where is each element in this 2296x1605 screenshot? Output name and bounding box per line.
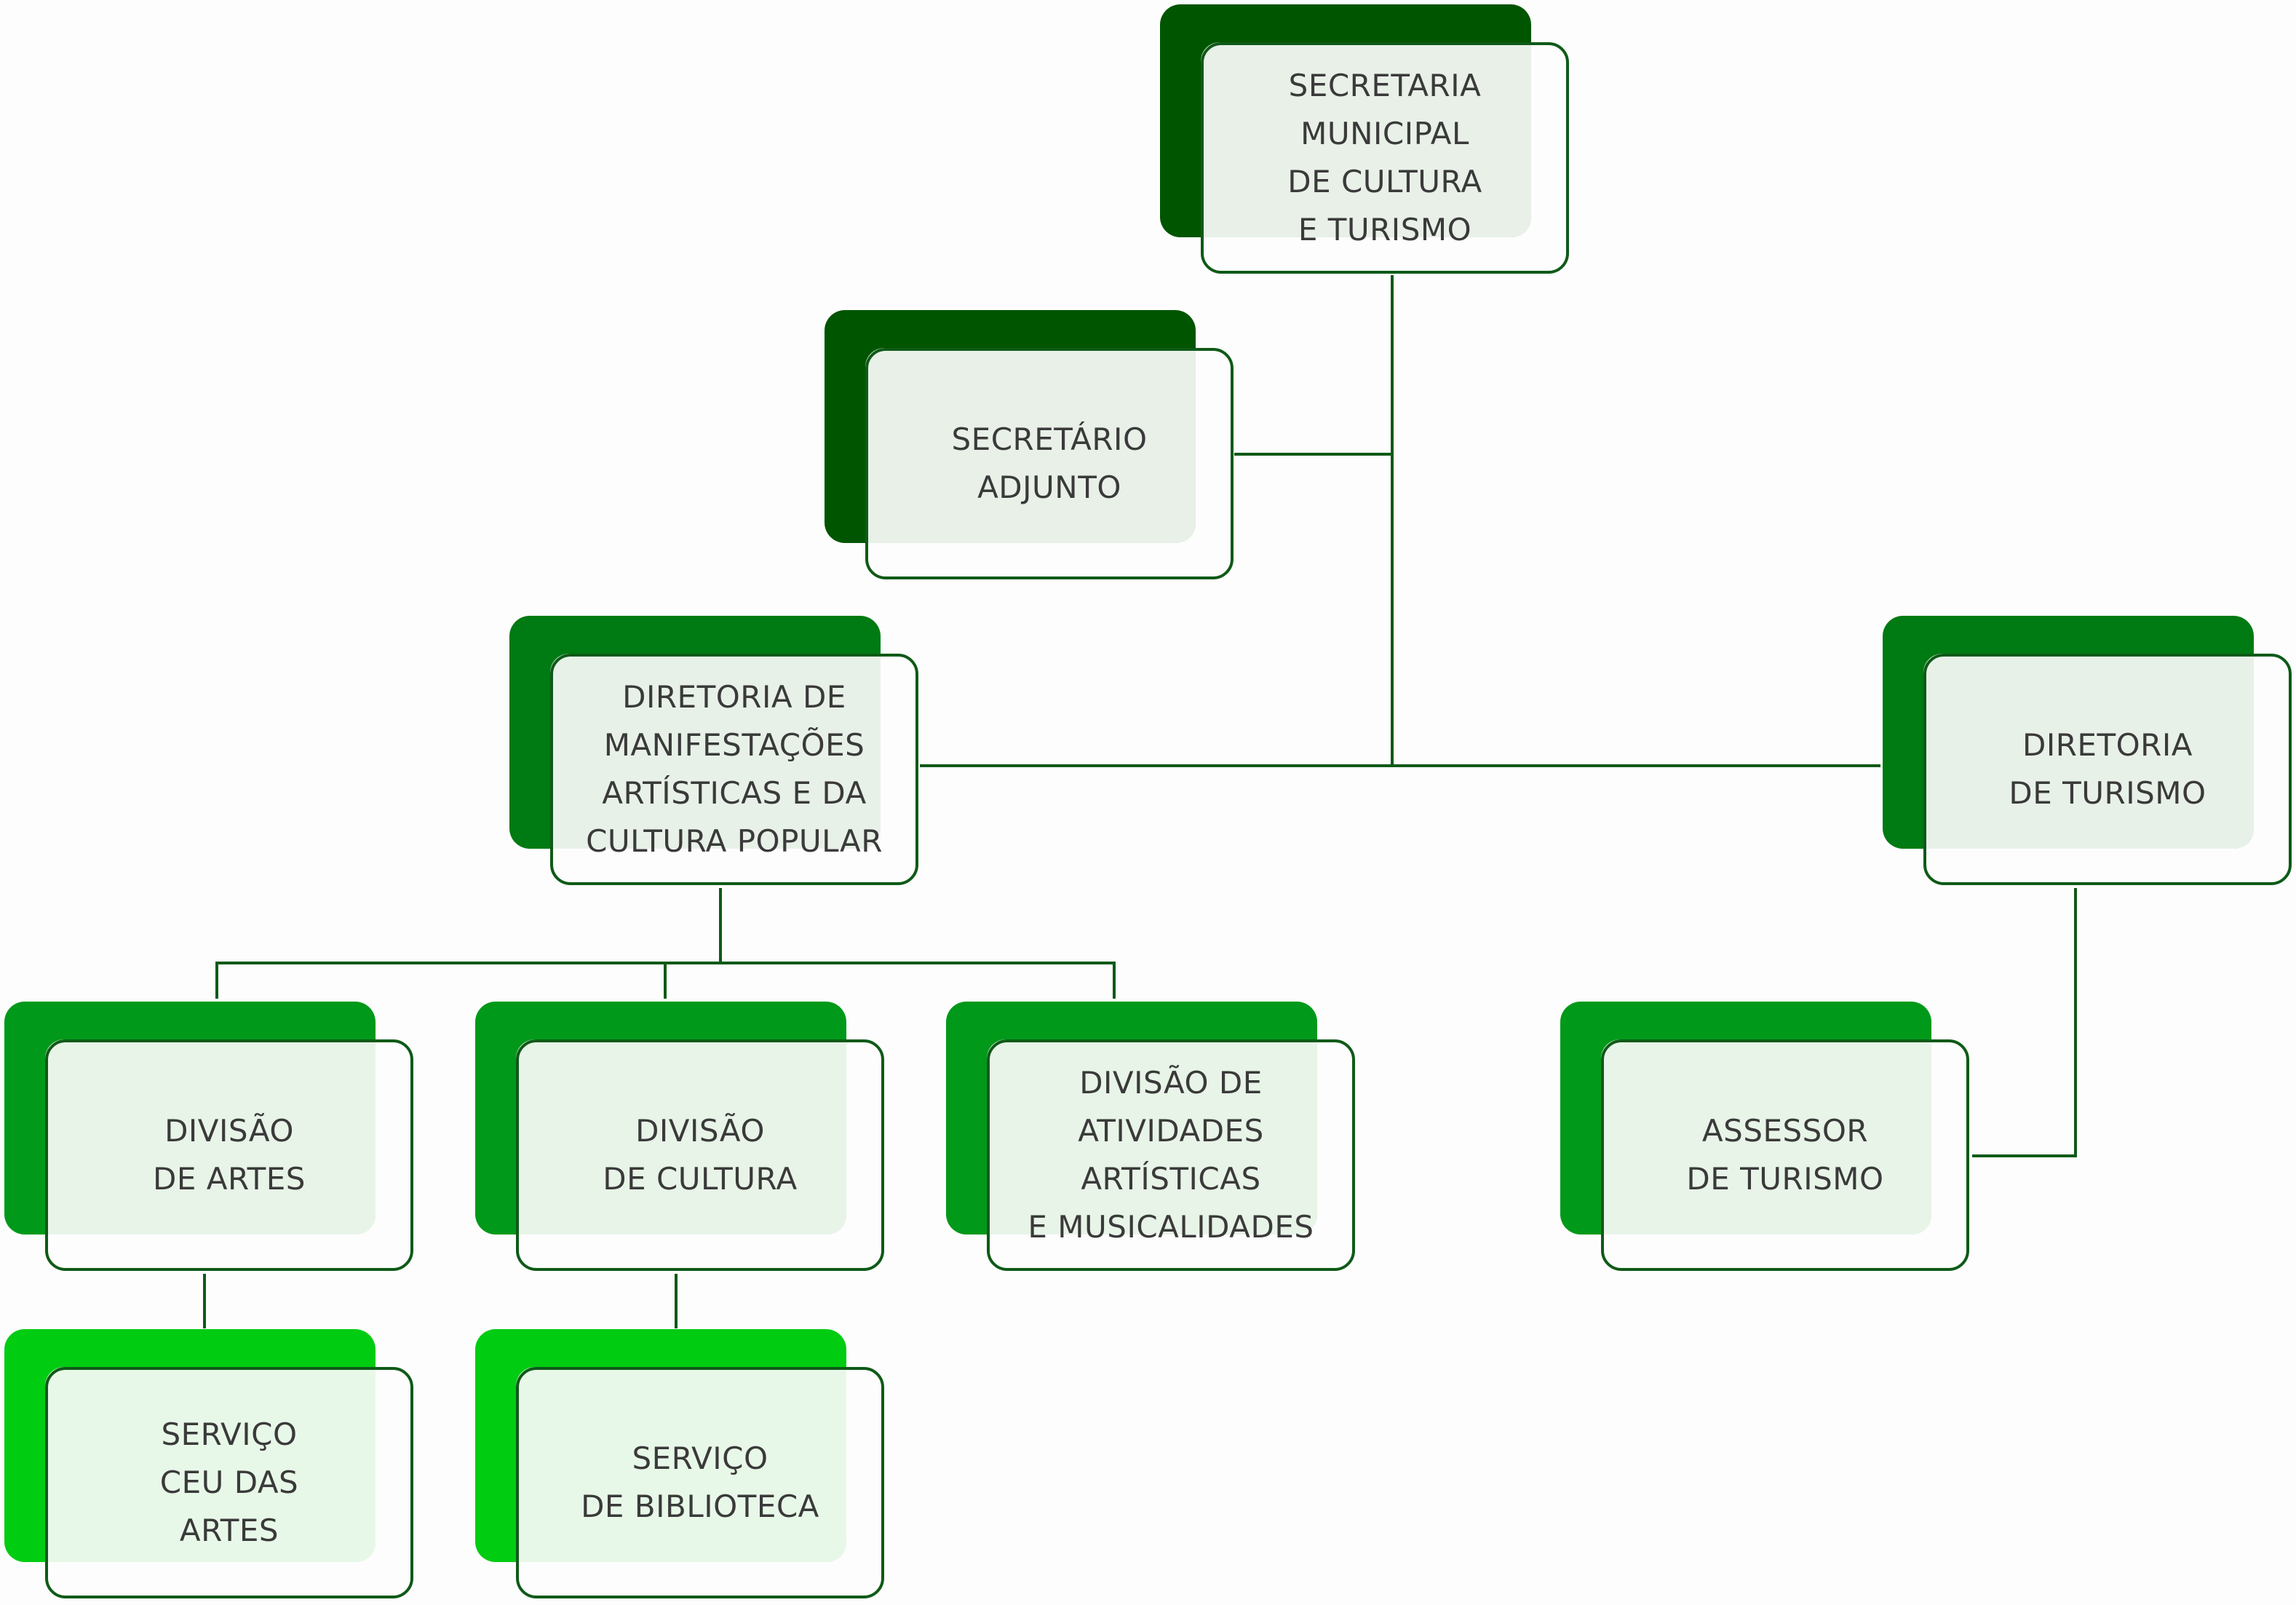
node-label: DIRETORIA DE MANIFESTAÇÕES ARTÍSTICAS E … — [586, 679, 883, 859]
node-card — [45, 1039, 413, 1271]
node-assessor[interactable]: ASSESSOR DE TURISMO — [1560, 1002, 1969, 1278]
node-manifestacoes[interactable]: DIRETORIA DE MANIFESTAÇÕES ARTÍSTICAS E … — [509, 616, 918, 892]
node-label: SECRETÁRIO ADJUNTO — [951, 421, 1148, 505]
node-label: SECRETARIA MUNICIPAL DE CULTURA E TURISM… — [1287, 68, 1482, 247]
node-card — [550, 654, 918, 885]
node-label: DIVISÃO DE ATIVIDADES ARTÍSTICAS E MUSIC… — [1028, 1065, 1314, 1245]
node-cultura[interactable]: DIVISÃO DE CULTURA — [475, 1002, 884, 1278]
node-label: ASSESSOR DE TURISMO — [1686, 1113, 1884, 1197]
node-card — [45, 1367, 413, 1598]
node-adjunto[interactable]: SECRETÁRIO ADJUNTO — [825, 310, 1234, 587]
node-tint — [516, 1039, 846, 1235]
node-label: DIVISÃO DE ARTES — [153, 1113, 306, 1197]
node-label: SERVIÇO CEU DAS ARTES — [159, 1416, 299, 1548]
node-card — [516, 1367, 884, 1598]
node-artes[interactable]: DIVISÃO DE ARTES — [4, 1002, 413, 1278]
node-card — [865, 348, 1234, 579]
node-atividades[interactable]: DIVISÃO DE ATIVIDADES ARTÍSTICAS E MUSIC… — [946, 1002, 1355, 1278]
node-card — [1601, 1039, 1969, 1271]
node-tint — [987, 1039, 1317, 1235]
node-label: SERVIÇO DE BIBLIOTECA — [581, 1440, 819, 1524]
node-card — [1201, 42, 1569, 274]
node-card — [987, 1039, 1355, 1271]
node-tint — [865, 348, 1196, 543]
node-label: DIRETORIA DE TURISMO — [2009, 727, 2206, 811]
node-tint — [45, 1367, 376, 1562]
node-card — [516, 1039, 884, 1271]
node-tint — [516, 1367, 846, 1562]
node-tint — [550, 654, 881, 849]
node-ceu[interactable]: SERVIÇO CEU DAS ARTES — [4, 1329, 413, 1605]
node-tint — [1201, 42, 1531, 237]
node-tint — [1601, 1039, 1931, 1235]
node-biblioteca[interactable]: SERVIÇO DE BIBLIOTECA — [475, 1329, 884, 1605]
node-tint — [45, 1039, 376, 1235]
node-tint — [1923, 654, 2254, 849]
node-turismo[interactable]: DIRETORIA DE TURISMO — [1883, 616, 2292, 892]
node-label: DIVISÃO DE CULTURA — [603, 1113, 798, 1197]
node-secretaria[interactable]: SECRETARIA MUNICIPAL DE CULTURA E TURISM… — [1160, 4, 1569, 281]
node-card — [1923, 654, 2292, 885]
